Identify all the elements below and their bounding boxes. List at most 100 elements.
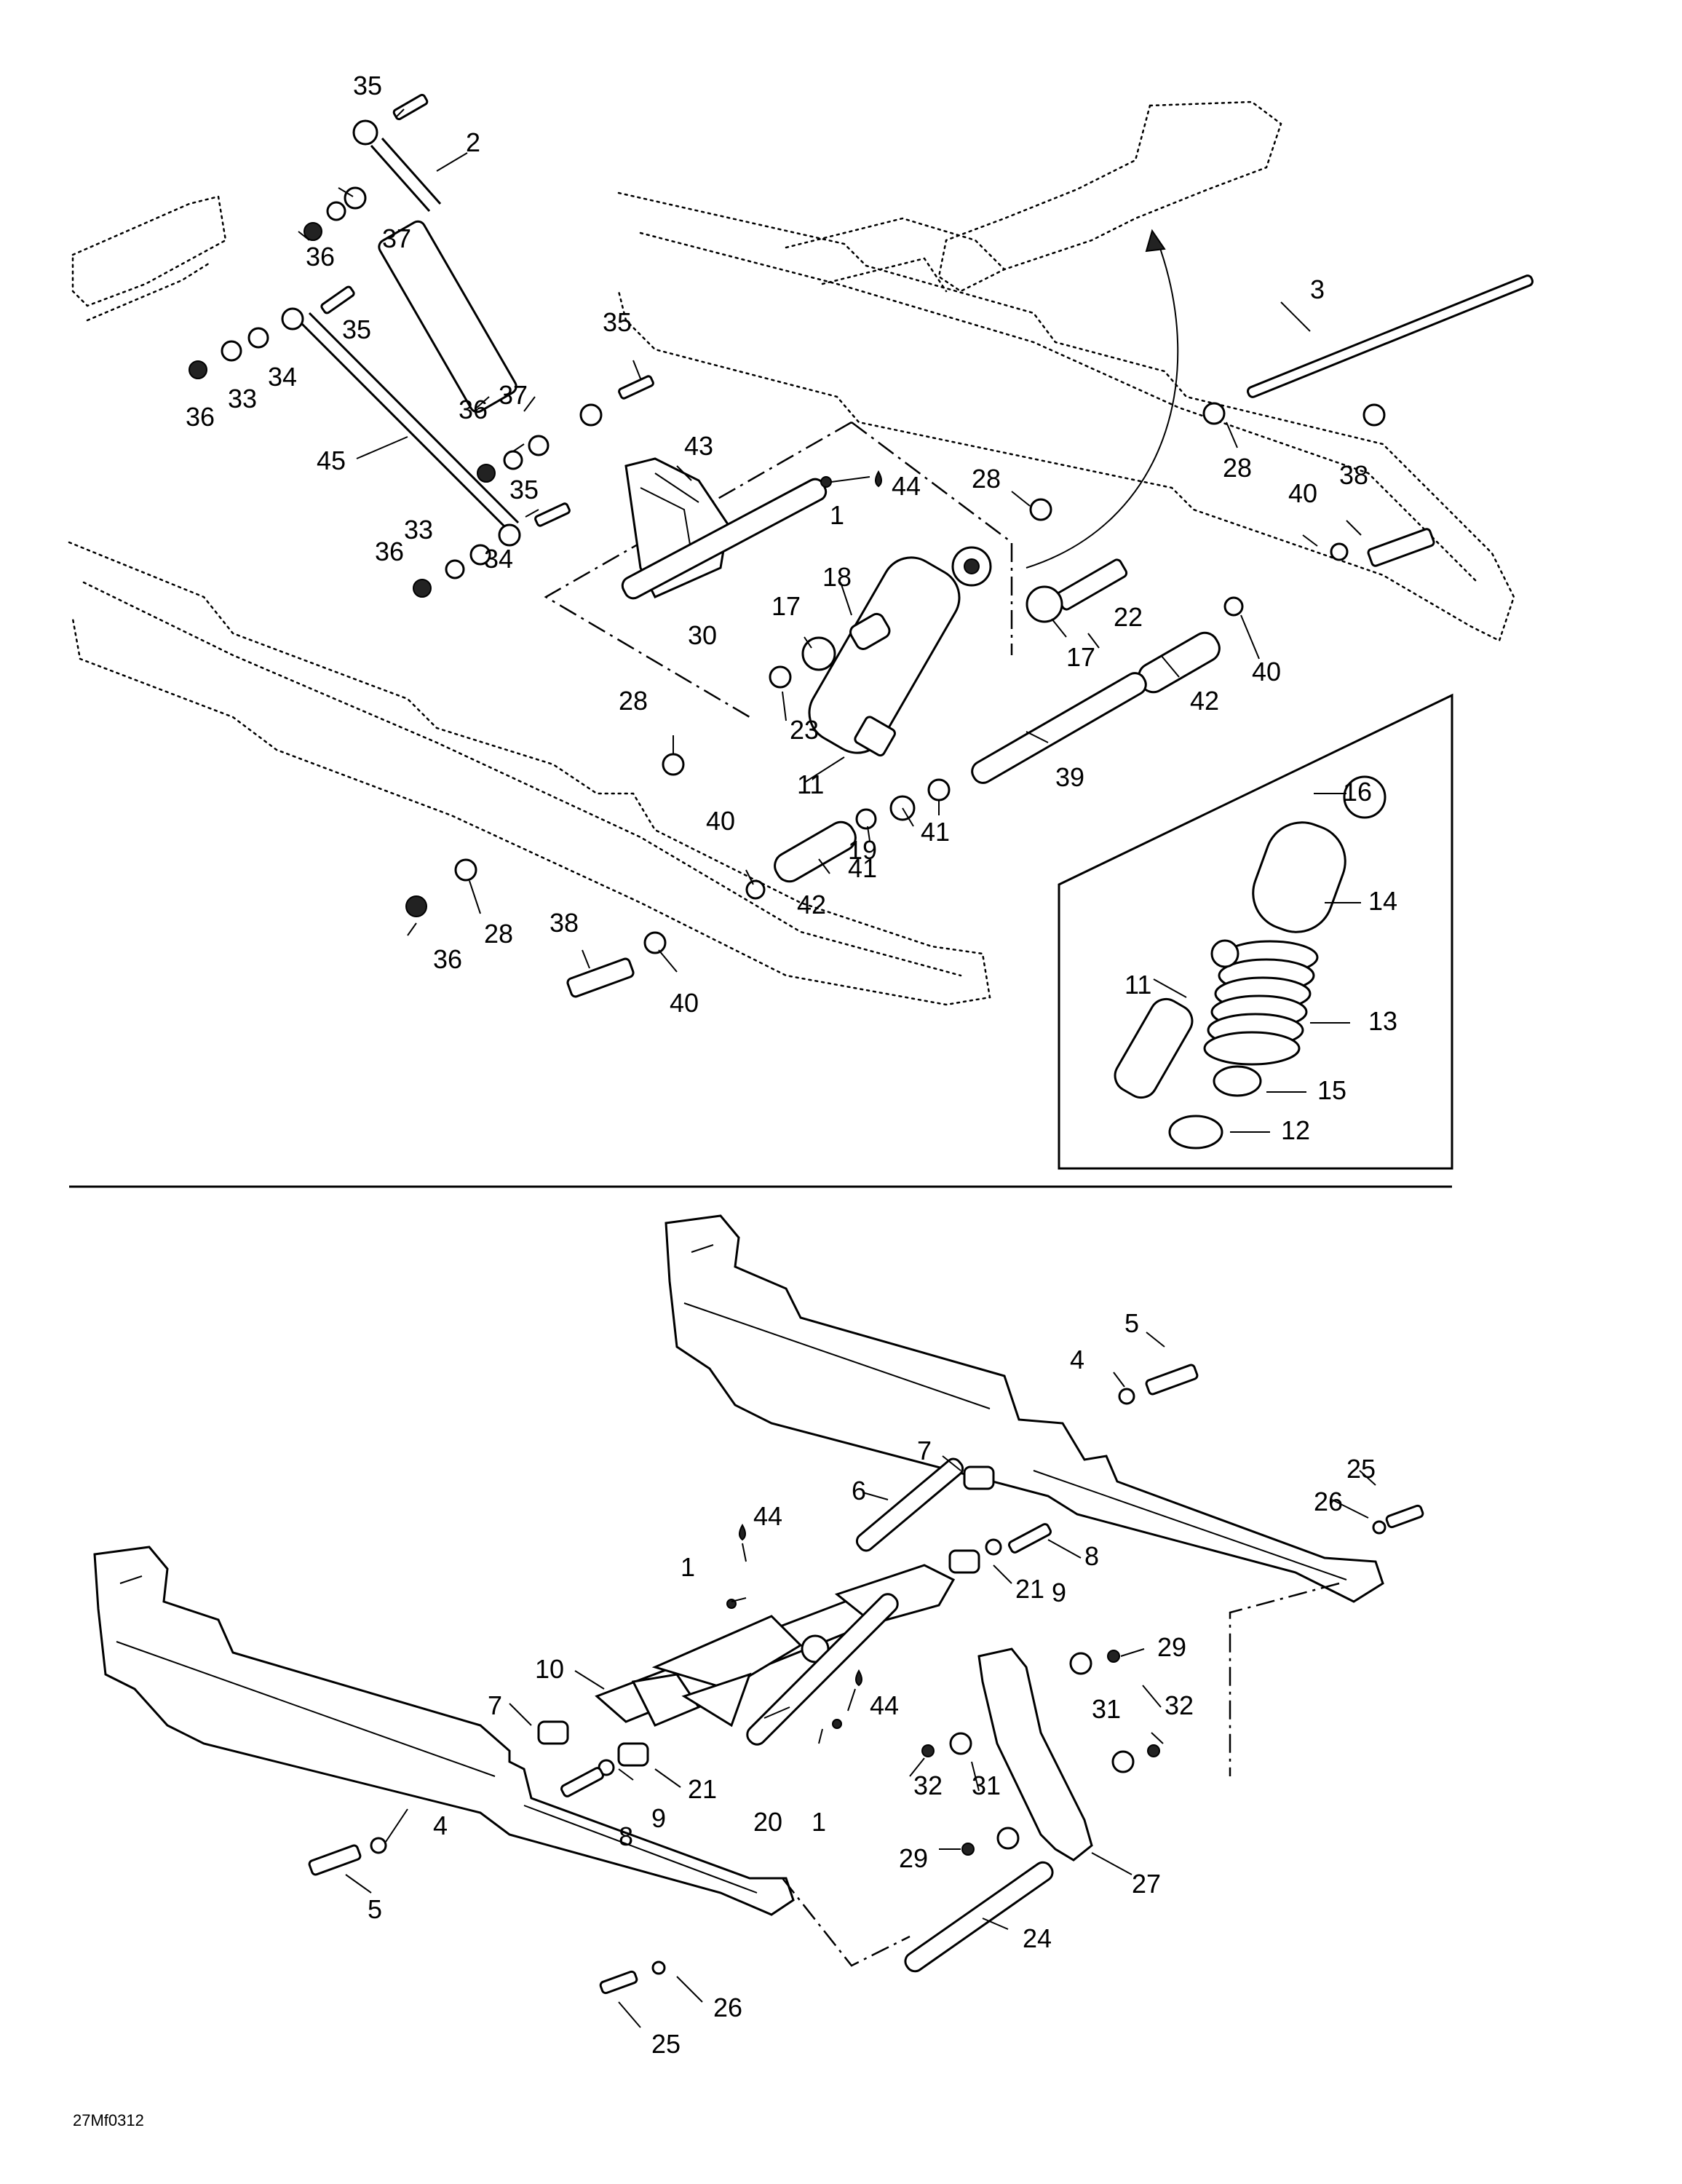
label-28-b: 28 (1223, 453, 1252, 483)
label-12: 12 (1281, 1115, 1310, 1145)
label-36-a: 36 (306, 242, 335, 272)
label-9-b: 9 (651, 1803, 666, 1833)
label-43: 43 (684, 431, 713, 461)
label-31-a: 31 (1092, 1694, 1121, 1724)
spacer-42-left (774, 820, 857, 883)
shock-absorber-11 (808, 546, 992, 757)
front-arm-outline (937, 100, 1282, 293)
label-14: 14 (1368, 886, 1397, 916)
label-44-b: 44 (753, 1501, 782, 1531)
label-29-a: 29 (1157, 1632, 1186, 1662)
bottom-assembly (93, 1214, 1424, 2028)
label-25-a: 25 (1346, 1454, 1376, 1484)
label-2: 2 (466, 127, 480, 157)
label-9-a: 9 (1052, 1578, 1066, 1607)
label-32-b: 32 (913, 1770, 943, 1800)
label-6: 6 (852, 1476, 866, 1506)
label-1-a: 1 (830, 500, 844, 530)
label-41-a: 41 (921, 817, 950, 847)
shaft-24 (904, 1861, 1054, 1973)
label-4-b: 4 (433, 1811, 448, 1840)
label-18: 18 (822, 562, 852, 592)
lower-rail-outline (68, 541, 991, 1006)
shock-absorber-2 (352, 119, 603, 427)
label-11-b: 11 (1124, 970, 1151, 1000)
label-5-b: 5 (368, 1894, 382, 1924)
label-11-a: 11 (797, 769, 824, 799)
label-36-d: 36 (375, 537, 404, 566)
label-23: 23 (790, 715, 819, 745)
shock-11-inset (1114, 997, 1194, 1099)
front-rail (93, 1546, 795, 1916)
label-35-d: 35 (509, 475, 539, 505)
label-20: 20 (753, 1807, 782, 1837)
label-25-b: 25 (651, 2029, 681, 2059)
label-7-b: 7 (488, 1690, 502, 1720)
label-28-a: 28 (972, 464, 1001, 494)
label-17-b: 17 (1066, 642, 1095, 672)
label-24: 24 (1023, 1923, 1052, 1953)
label-40-b: 40 (1252, 657, 1281, 687)
rear-rail (665, 1214, 1384, 1603)
label-36-e: 36 (433, 944, 462, 974)
label-13: 13 (1368, 1006, 1397, 1036)
label-21-b: 21 (688, 1774, 717, 1804)
shaft-20 (746, 1593, 899, 1746)
label-38-a: 38 (1339, 460, 1368, 490)
label-35-c: 35 (603, 307, 632, 337)
axle-3 (1246, 274, 1534, 398)
shaft-6 (855, 1457, 964, 1552)
boot-14 (1252, 821, 1346, 933)
label-37-b: 37 (499, 380, 528, 410)
label-42-b: 42 (797, 890, 826, 919)
link-27 (977, 1647, 1093, 1861)
label-21-a: 21 (1015, 1574, 1044, 1604)
label-17-a: 17 (771, 591, 801, 621)
rod-45 (297, 312, 520, 533)
label-8-b: 8 (619, 1821, 633, 1851)
label-29-b: 29 (899, 1843, 928, 1873)
label-42-a: 42 (1190, 686, 1219, 716)
label-40-c: 40 (706, 806, 735, 836)
label-34-a: 34 (268, 362, 297, 392)
label-34-b: 34 (484, 544, 513, 574)
label-35-a: 35 (353, 71, 382, 100)
label-3: 3 (1310, 274, 1325, 304)
rear-arm-outline (71, 195, 227, 307)
label-26-a: 26 (1314, 1487, 1343, 1516)
label-5-a: 5 (1124, 1308, 1139, 1338)
label-22: 22 (1114, 602, 1143, 632)
upper-rail-outline (617, 191, 1515, 642)
label-37-a: 37 (382, 223, 411, 253)
label-40-d: 40 (670, 988, 699, 1018)
label-7-a: 7 (917, 1436, 932, 1465)
label-28-c: 28 (619, 686, 648, 716)
label-1-b: 1 (681, 1552, 695, 1582)
part-labels: 35 2 3 37 36 35 34 33 36 35 37 36 45 43 … (186, 71, 1397, 2059)
label-30: 30 (688, 620, 717, 650)
label-1-c: 1 (812, 1807, 826, 1837)
label-33-b: 33 (404, 515, 433, 545)
inset-box-shock-components (1058, 693, 1453, 1170)
label-32-a: 32 (1165, 1690, 1194, 1720)
label-38-b: 38 (550, 908, 579, 938)
label-27: 27 (1132, 1869, 1161, 1899)
label-8-a: 8 (1084, 1541, 1099, 1571)
label-10: 10 (535, 1654, 564, 1684)
label-40-a: 40 (1288, 478, 1317, 508)
label-39: 39 (1055, 762, 1084, 792)
label-35-b: 35 (342, 314, 371, 344)
label-36-c: 36 (459, 395, 488, 424)
label-36-b: 36 (186, 402, 215, 432)
label-44-a: 44 (892, 471, 921, 501)
label-4-a: 4 (1070, 1345, 1084, 1374)
label-31-b: 31 (972, 1770, 1001, 1800)
figure-code: 27Mf0312 (73, 2111, 144, 2129)
pivot-arm-10 (595, 1564, 956, 1728)
label-26-b: 26 (713, 1993, 742, 2022)
label-45: 45 (317, 446, 346, 475)
label-44-c: 44 (870, 1690, 899, 1720)
label-33-a: 33 (228, 384, 257, 414)
label-19: 19 (848, 835, 877, 865)
